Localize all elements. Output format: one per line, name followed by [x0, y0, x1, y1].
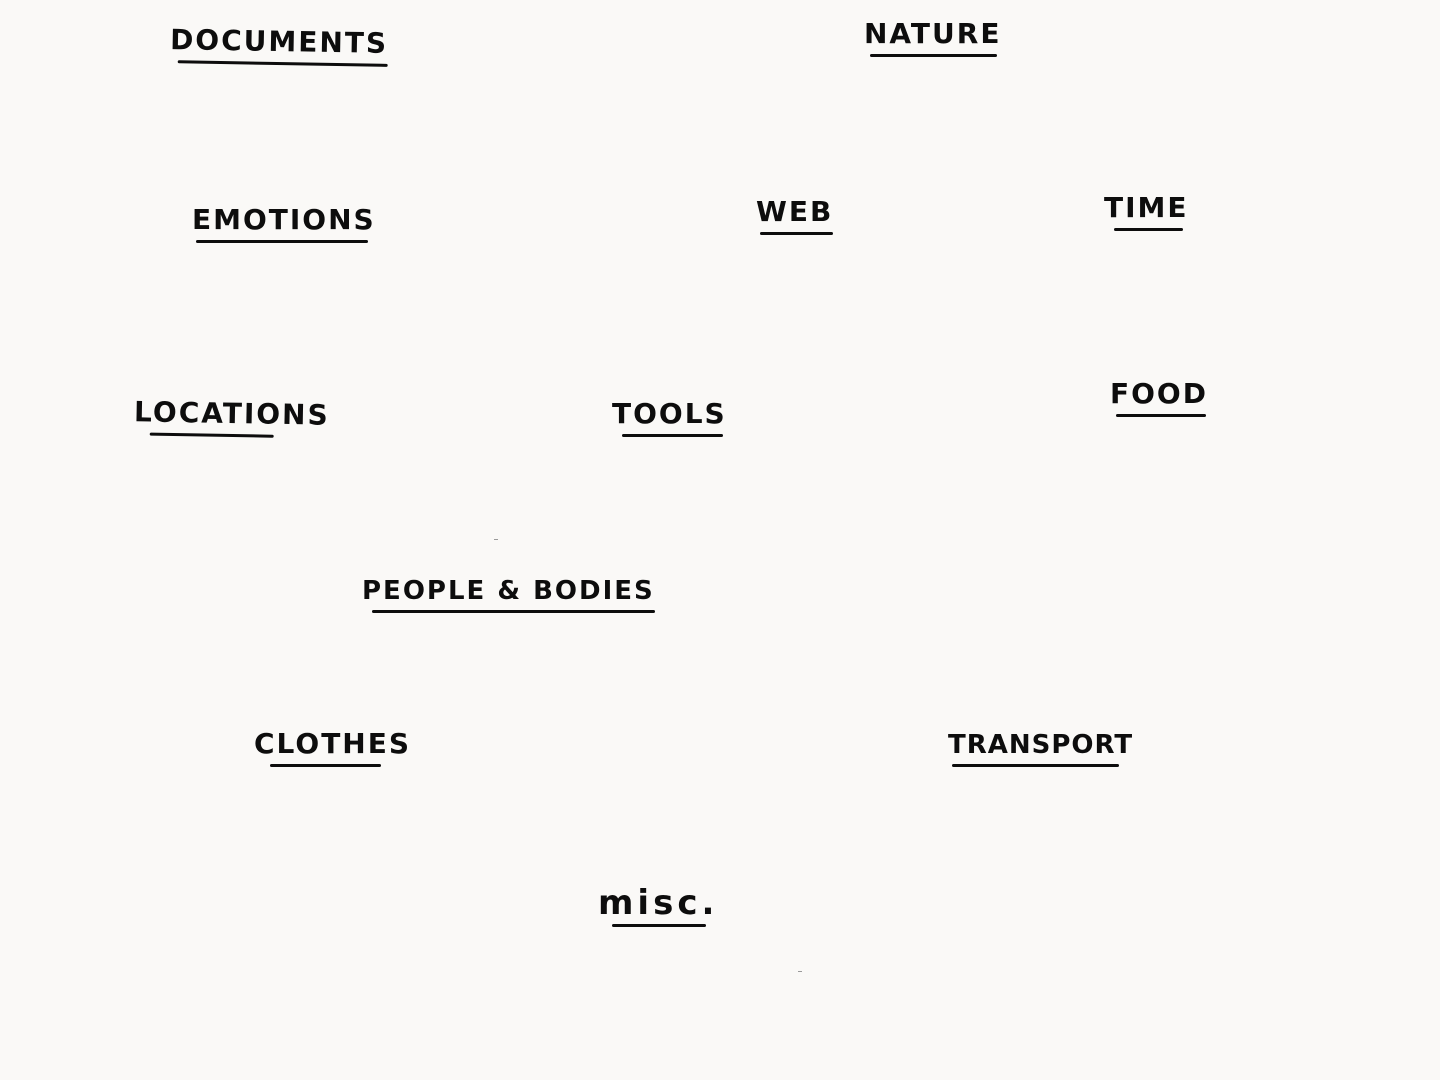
category-nature-underline: [870, 54, 998, 57]
category-web[interactable]: WEB: [756, 195, 834, 235]
category-people-bodies-underline: [372, 610, 655, 613]
category-locations-label: LOCATIONS: [133, 395, 330, 432]
category-transport-label: TRANSPORT: [948, 730, 1134, 760]
category-locations[interactable]: LOCATIONS: [133, 395, 330, 438]
category-nature[interactable]: NATURE: [864, 20, 1001, 57]
category-web-label: WEB: [756, 195, 834, 228]
category-people-bodies-label: PEOPLE & BODIES: [362, 576, 655, 606]
category-food[interactable]: FOOD: [1110, 380, 1208, 417]
category-people-bodies[interactable]: PEOPLE & BODIES: [362, 578, 655, 613]
category-nature-label: NATURE: [864, 17, 1002, 50]
category-transport[interactable]: TRANSPORT: [948, 732, 1133, 767]
category-documents[interactable]: DOCUMENTS: [169, 23, 389, 67]
category-documents-underline: [177, 60, 388, 67]
category-time-label: TIME: [1104, 191, 1189, 224]
category-misc-label: misc.: [598, 883, 719, 923]
category-misc[interactable]: misc.: [598, 886, 718, 927]
category-transport-underline: [952, 764, 1120, 767]
category-tools-underline: [622, 434, 723, 437]
category-web-underline: [760, 232, 834, 235]
category-emotions-underline: [196, 240, 368, 243]
pencil-speck: [494, 539, 498, 540]
category-clothes-label: CLOTHES: [254, 727, 412, 760]
category-tools-label: TOOLS: [612, 397, 727, 430]
category-emotions[interactable]: EMOTIONS: [192, 206, 376, 243]
category-locations-underline: [149, 432, 274, 438]
category-emotions-label: EMOTIONS: [192, 203, 376, 236]
pencil-speck: [798, 971, 802, 972]
category-clothes-underline: [270, 764, 382, 767]
category-time-underline: [1114, 228, 1183, 231]
category-food-label: FOOD: [1110, 377, 1208, 410]
category-documents-label: DOCUMENTS: [169, 23, 389, 60]
category-time[interactable]: TIME: [1104, 194, 1189, 231]
category-tools[interactable]: TOOLS: [612, 400, 727, 437]
category-clothes[interactable]: CLOTHES: [254, 730, 411, 767]
category-food-underline: [1116, 414, 1206, 417]
category-misc-underline: [612, 924, 707, 927]
